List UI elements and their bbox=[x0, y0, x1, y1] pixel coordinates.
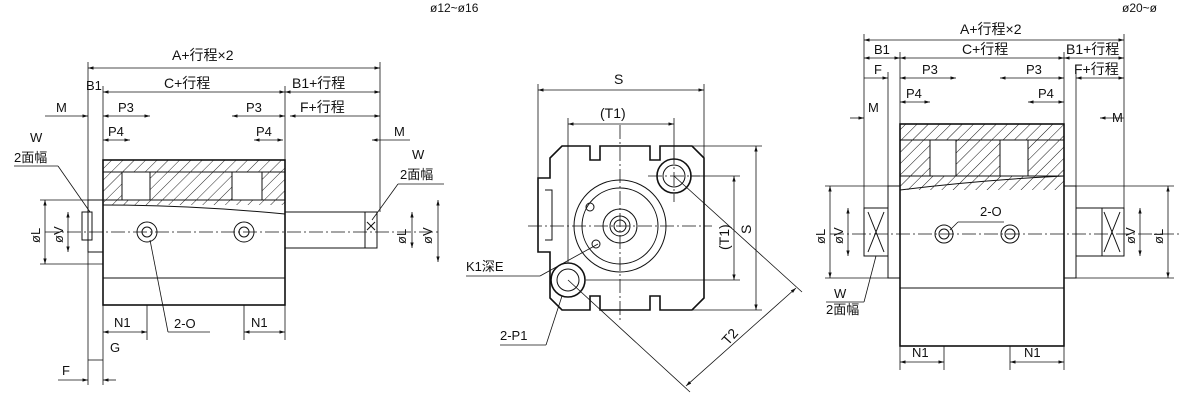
front-t2-label: T2 bbox=[718, 325, 741, 348]
right-dim-p4b-label: P4 bbox=[1038, 86, 1054, 101]
right-dl-left-label: øL bbox=[813, 229, 828, 244]
front-body-outline bbox=[537, 145, 705, 311]
left-dim-m-label: M bbox=[56, 100, 67, 115]
front-s-side-label: S bbox=[738, 225, 754, 234]
left-dim-p3a-label: P3 bbox=[118, 100, 134, 115]
front-view: S (T1) (T1) S T2 K1深E 2-P1 bbox=[466, 71, 803, 393]
left-2o-label: 2-O bbox=[174, 316, 196, 331]
right-dim-fs-label: F+行程 bbox=[1074, 61, 1119, 77]
left-n1b-label: N1 bbox=[251, 315, 268, 330]
right-2o-label: 2-O bbox=[980, 204, 1002, 219]
right-dim-f-label: F bbox=[874, 62, 882, 77]
left-dim-c-label: C+行程 bbox=[164, 75, 210, 91]
right-m-left-label: M bbox=[868, 100, 879, 115]
right-dim-p3b-label: P3 bbox=[1026, 62, 1042, 77]
left-g-label: G bbox=[110, 340, 120, 355]
left-face-label: 2面幅 bbox=[14, 150, 47, 165]
left-dim-b1s-label: B1+行程 bbox=[292, 75, 345, 91]
left-side-view: A+行程×2 B1 C+行程 B1+行程 M P3 P3 F+行程 P4 P4 … bbox=[14, 47, 444, 385]
left-dim-m2-label: M bbox=[394, 124, 405, 139]
right-dim-p3a-label: P3 bbox=[922, 62, 938, 77]
left-n1a-label: N1 bbox=[114, 315, 131, 330]
front-2p1-label: 2-P1 bbox=[500, 328, 527, 343]
front-s-top-label: S bbox=[614, 71, 623, 87]
right-dim-a-label: A+行程×2 bbox=[960, 21, 1022, 37]
right-side-view: A+行程×2 B1 C+行程 B1+行程 F P3 P3 F+行程 P4 P4 … bbox=[813, 21, 1180, 370]
left-dim-fs-label: F+行程 bbox=[300, 99, 345, 115]
right-dim-c-label: C+行程 bbox=[962, 41, 1008, 57]
right-w-label: W bbox=[412, 147, 425, 162]
right-dim-p4a-label: P4 bbox=[906, 86, 922, 101]
left-dl-label: øL bbox=[28, 228, 43, 243]
right-series-label: ø20~ø bbox=[1122, 1, 1158, 15]
left-rod-dl-label: øL bbox=[394, 229, 409, 244]
right-face-label: 2面幅 bbox=[826, 302, 859, 317]
left-dim-p3b-label: P3 bbox=[246, 100, 262, 115]
right-dim-b1s-label: B1+行程 bbox=[1066, 41, 1119, 57]
right-dim-b1-label: B1 bbox=[874, 42, 890, 57]
left-dim-a-label: A+行程×2 bbox=[172, 47, 234, 63]
front-t1-side-label: (T1) bbox=[716, 224, 732, 250]
right-w-label: W bbox=[834, 286, 847, 301]
right-dv-right-label: øV bbox=[1123, 227, 1138, 244]
right-dv-left-label: øV bbox=[831, 227, 846, 244]
right-dl-right-label: øL bbox=[1151, 229, 1166, 244]
left-series-label: ø12~ø16 bbox=[430, 1, 479, 15]
left-f-label: F bbox=[62, 363, 70, 378]
front-t1-top-label: (T1) bbox=[600, 105, 626, 121]
right-m-right-label: M bbox=[1112, 110, 1123, 125]
left-rod-dv-label: øV bbox=[420, 227, 435, 244]
left-dim-b1-label: B1 bbox=[86, 78, 102, 93]
front-k1-label: K1深E bbox=[466, 259, 504, 274]
left-dv-label: øV bbox=[51, 226, 66, 243]
right-n1b-label: N1 bbox=[1024, 345, 1041, 360]
left-w-label: W bbox=[30, 130, 43, 145]
right-n1a-label: N1 bbox=[912, 345, 929, 360]
left-dim-p4a-label: P4 bbox=[108, 124, 124, 139]
left-dim-p4b-label: P4 bbox=[256, 124, 272, 139]
right-face-label: 2面幅 bbox=[400, 167, 433, 182]
